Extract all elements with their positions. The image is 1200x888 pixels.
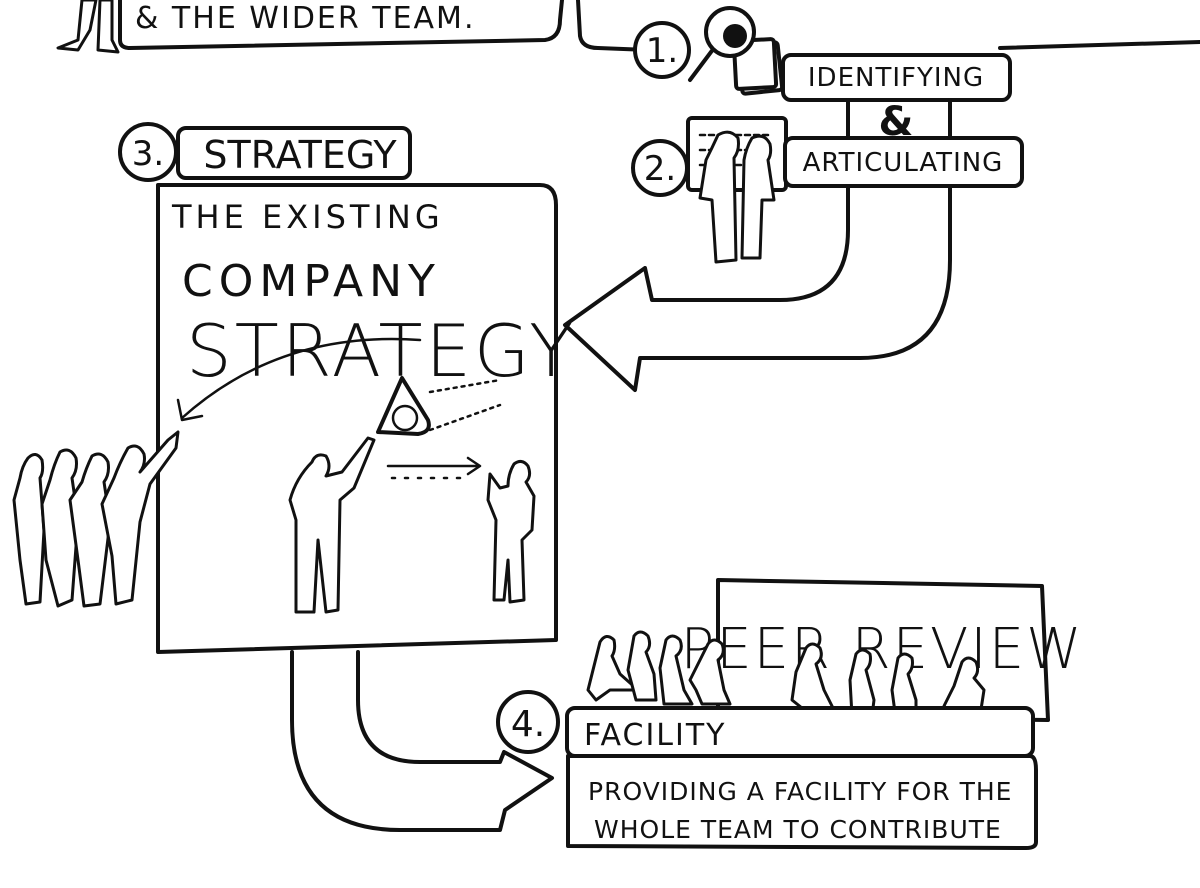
step-1-label-box: [781, 53, 1012, 102]
step-3-number: 3.: [132, 134, 164, 174]
curved-arrow: [180, 337, 422, 420]
peer-review-group: PEER REVIEW: [586, 578, 1083, 722]
step-2-title: ARTICULATING: [803, 148, 1004, 178]
top-right-box-line: [998, 40, 1200, 50]
step-1-badge: [633, 21, 691, 79]
connector-stems: [846, 98, 952, 140]
top-right-box-edge: [576, 0, 652, 52]
step-3-label-box: [176, 126, 412, 180]
step-1-group: 1. IDENTIFYING: [633, 6, 1012, 102]
presenter-person-2: [740, 134, 776, 260]
step-2-number: 2.: [644, 149, 676, 189]
magnifier-icon: [688, 6, 785, 96]
step-4-badge: [496, 690, 560, 754]
strategy-line-2: COMPANY: [182, 256, 441, 307]
strategy-line-3: STRATEGY: [186, 309, 576, 393]
observer-person: [486, 459, 536, 604]
step-4-title: FACILITY: [584, 718, 727, 753]
step-2-group: 2. ARTICULATING: [631, 116, 1024, 264]
presenter-person-1: [698, 130, 740, 264]
step-3-badge: [118, 122, 178, 182]
reaching-person: [288, 436, 376, 614]
facility-description-line-1: PROVIDING A FACILITY FOR THE: [588, 777, 1012, 806]
step-2-label-box: [783, 136, 1024, 188]
strategy-line-1: THE EXISTING: [171, 198, 444, 236]
step-1-number: 1.: [646, 31, 678, 71]
step-2-badge: [631, 139, 689, 197]
arrow-to-strategy: [563, 184, 952, 392]
team-group-left: [12, 430, 180, 608]
strategy-panel: [156, 183, 558, 654]
dashed-arrow: [386, 456, 482, 476]
top-left-note: & THE WIDER TEAM.: [135, 1, 475, 36]
step-4-number: 4.: [511, 704, 545, 745]
arrow-to-facility: [290, 650, 554, 832]
facility-description-line-2: WHOLE TEAM TO CONTRIBUTE: [594, 815, 1002, 844]
step-3-group: 3. STRATEGY THE EXISTING COMPANY STRATEG…: [118, 122, 576, 654]
facility-description-box: [566, 754, 1038, 850]
top-left-note-box: & THE WIDER TEAM.: [56, 0, 564, 54]
peer-review-label: PEER REVIEW: [680, 617, 1083, 682]
step-1-title: IDENTIFYING: [808, 63, 984, 93]
step-3-title: STRATEGY: [203, 133, 397, 177]
step-4-group: 4. FACILITY PROVIDING A FACILITY FOR THE…: [496, 690, 1038, 850]
